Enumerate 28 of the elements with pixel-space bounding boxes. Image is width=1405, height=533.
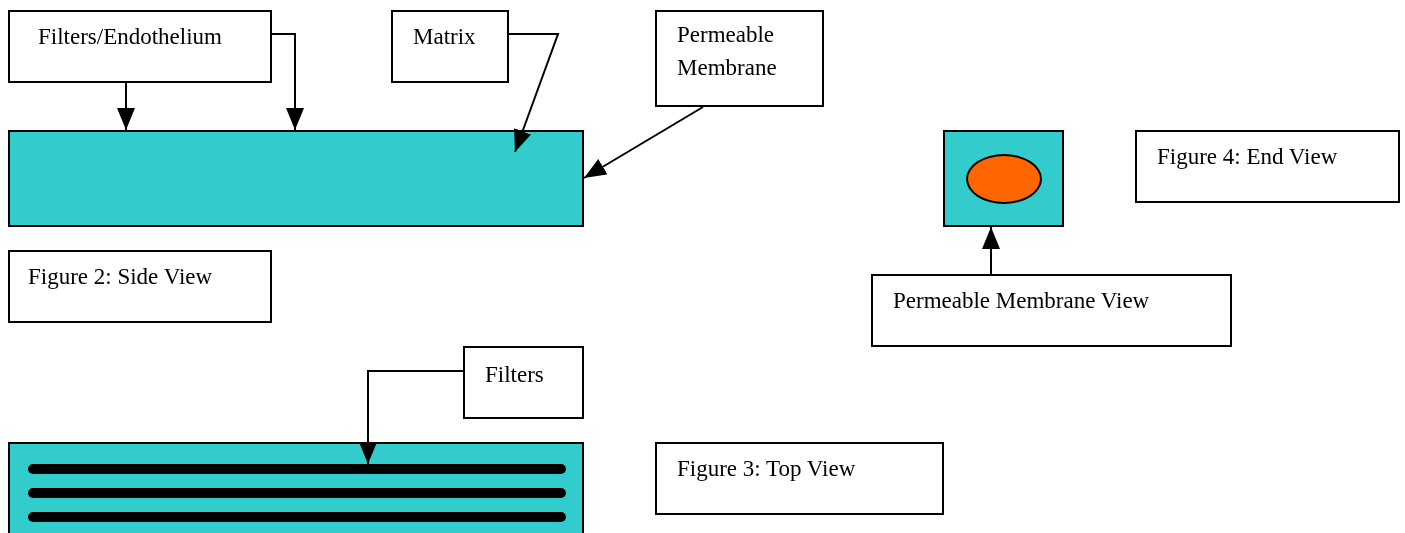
label-box [8,10,272,83]
box-label: Figure 2: Side View [28,263,214,291]
arrow [117,82,135,131]
label-box [655,10,824,107]
arrow [982,226,1000,275]
box-label: Filters [485,361,545,389]
label-box [391,10,509,83]
box-label: Matrix [413,23,477,51]
arrow [508,33,560,153]
tube-body [8,130,584,227]
label-box [8,250,272,323]
label-box [463,346,584,419]
filter-bar [28,464,566,474]
label-box [871,274,1232,347]
arrow [271,33,304,131]
arrow [583,106,704,179]
label-box [655,442,944,515]
label-box [1135,130,1400,203]
tube-body [8,442,584,533]
filter-bar [28,512,566,522]
box-label: Permeable Membrane [677,21,778,82]
box-label: Permeable Membrane View [893,287,1151,315]
arrow [359,370,464,465]
tube-body [943,130,1064,227]
filter-bar [28,488,566,498]
box-label: Figure 3: Top View [677,455,857,483]
box-label: Filters/Endothelium [38,23,223,51]
box-label: Figure 4: End View [1157,143,1339,171]
